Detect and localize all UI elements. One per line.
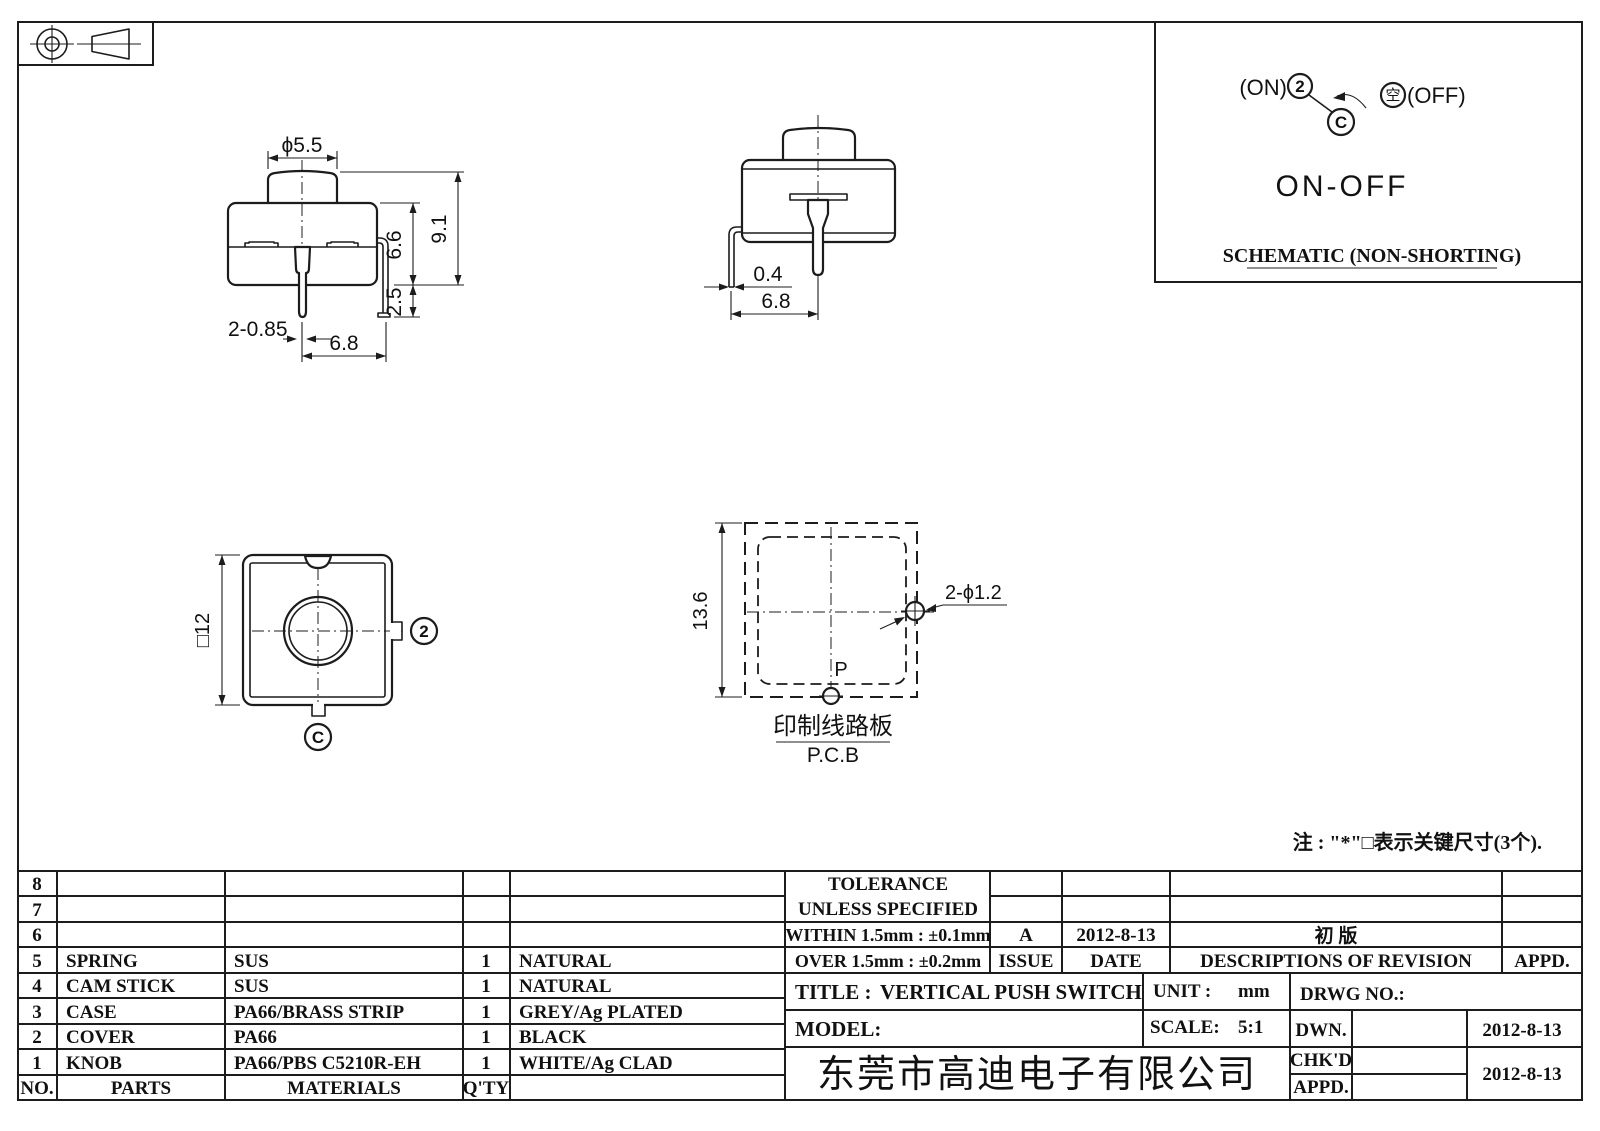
key-dimension-note: 注 : "*"□表示关键尺寸(3个). (1293, 830, 1542, 854)
tolerance-over: OVER 1.5mm : ±0.2mm (795, 951, 981, 971)
bottom-view: 2 C □12 (192, 553, 439, 752)
pcb-caption-cn: 印制线路板 (773, 713, 893, 740)
schematic-function-label: ON-OFF (1276, 170, 1409, 203)
row-no: 1 (32, 1053, 42, 1074)
revision-date-value: 2012-8-13 (1076, 925, 1155, 946)
tolerance-subtitle: UNLESS SPECIFIED (798, 899, 978, 920)
schematic-off-label: (OFF) (1407, 83, 1466, 108)
bottom-view-common-label: C (312, 728, 324, 747)
schematic-pole-2: 2 (1295, 77, 1304, 96)
row-color: WHITE/Ag CLAD (519, 1053, 673, 1074)
row-material: SUS (234, 976, 269, 997)
row-material: PA66 (234, 1027, 277, 1048)
tolerance-revision-block: TOLERANCE UNLESS SPECIFIED WITHIN 1.5mm … (785, 874, 1569, 972)
dim-pin-size: 2-0.85 (228, 318, 288, 341)
chkd-date: 2012-8-13 (1482, 1064, 1561, 1085)
revision-issue-value: A (1019, 925, 1033, 946)
revision-appd-label: APPD. (1514, 951, 1569, 972)
row-part: CASE (66, 1002, 117, 1023)
row-no: 4 (32, 976, 42, 997)
drawing-frame (17, 21, 1583, 1101)
header-materials: MATERIALS (287, 1078, 401, 1099)
header-qty: Q'TY (463, 1078, 510, 1099)
chkd-label: CHK'D (1290, 1050, 1352, 1071)
row-no: 8 (32, 874, 42, 895)
dim-hole-pitch: 13.6 (690, 592, 712, 631)
dim-knob-dia: ϕ5.5 (282, 134, 323, 157)
parts-list: 8 7 6 5 SPRING SUS 1 NATURAL 4 CAM STICK… (20, 874, 682, 1099)
revision-issue-label: ISSUE (999, 951, 1054, 972)
row-qty: 1 (481, 1002, 491, 1023)
row-part: COVER (66, 1027, 135, 1048)
revision-description-label: DESCRIPTIONS OF REVISION (1200, 951, 1472, 972)
row-material: PA66/PBS C5210R-EH (234, 1053, 421, 1074)
header-no: NO. (20, 1078, 53, 1099)
row-qty: 1 (481, 1027, 491, 1048)
schematic-off-symbol: 空 (1385, 87, 1400, 104)
row-no: 6 (32, 925, 42, 946)
unit-value: mm (1238, 981, 1270, 1002)
schematic-on-label: (ON) (1239, 75, 1287, 100)
title-block-grid (18, 870, 1582, 1100)
row-qty: 1 (481, 951, 491, 972)
scale-label: SCALE: (1150, 1017, 1220, 1038)
title-block: TITLE : VERTICAL PUSH SWITCH MODEL: UNIT… (795, 980, 1562, 1098)
pcb-caption-en: P.C.B (807, 744, 859, 767)
dim-side-pin-thickness: 0.4 (753, 263, 783, 286)
revision-description-value: 初 版 (1315, 924, 1358, 947)
drwg-no-label: DRWG NO.: (1300, 984, 1405, 1005)
dim-pin-bend: 2.5 (383, 287, 406, 316)
row-material: PA66/BRASS STRIP (234, 1002, 405, 1023)
row-qty: 1 (481, 1053, 491, 1074)
row-no: 2 (32, 1027, 42, 1048)
pcb-view: 2-ϕ1.2 P 13.6 印制线路板 P.C.B (690, 522, 1007, 767)
dim-body-square: □12 (192, 613, 214, 647)
row-material: SUS (234, 951, 269, 972)
dwn-date: 2012-8-13 (1482, 1020, 1561, 1041)
scale-value: 5:1 (1238, 1017, 1263, 1038)
title-value: VERTICAL PUSH SWITCH (880, 980, 1142, 1004)
front-view: ϕ5.5 9.1 6.6 2.5 2-0.85 6.8 (226, 134, 464, 362)
schematic-diagram: (ON) 2 C 空 (OFF) ON-OFF SCHEMATIC (NON-S… (1223, 72, 1521, 269)
unit-label: UNIT : (1153, 981, 1211, 1002)
schematic-common-c: C (1335, 113, 1347, 132)
row-color: NATURAL (519, 951, 612, 972)
side-view: 0.4 6.8 (704, 115, 897, 320)
appd-label: APPD. (1293, 1077, 1348, 1098)
dim-body-height: 6.6 (383, 230, 406, 259)
model-label: MODEL: (795, 1017, 881, 1041)
header-parts: PARTS (111, 1078, 171, 1099)
dim-pin-pitch-front: 6.8 (329, 332, 358, 355)
tolerance-within: WITHIN 1.5mm : ±0.1mm (785, 925, 990, 945)
row-color: BLACK (519, 1027, 587, 1048)
company-name: 东莞市高迪电子有限公司 (817, 1054, 1257, 1096)
schematic-caption: SCHEMATIC (NON-SHORTING) (1223, 245, 1521, 267)
row-no: 5 (32, 951, 42, 972)
row-part: SPRING (66, 951, 138, 972)
dim-total-height: 9.1 (428, 214, 451, 243)
tolerance-title: TOLERANCE (828, 874, 948, 895)
projection-symbol (30, 25, 141, 63)
pcb-hole-p-label: P (834, 659, 847, 681)
dim-hole-size: 2-ϕ1.2 (945, 582, 1002, 604)
row-color: NATURAL (519, 976, 612, 997)
row-no: 3 (32, 1002, 42, 1023)
row-qty: 1 (481, 976, 491, 997)
row-color: GREY/Ag PLATED (519, 1002, 683, 1023)
dwn-label: DWN. (1295, 1020, 1346, 1041)
bottom-view-terminal-2-label: 2 (419, 622, 428, 641)
title-label: TITLE : (795, 980, 871, 1004)
row-part: CAM STICK (66, 976, 175, 997)
row-no: 7 (32, 900, 42, 921)
dim-pin-pitch-side: 6.8 (761, 290, 790, 313)
row-part: KNOB (66, 1053, 122, 1074)
revision-date-label: DATE (1090, 951, 1141, 972)
